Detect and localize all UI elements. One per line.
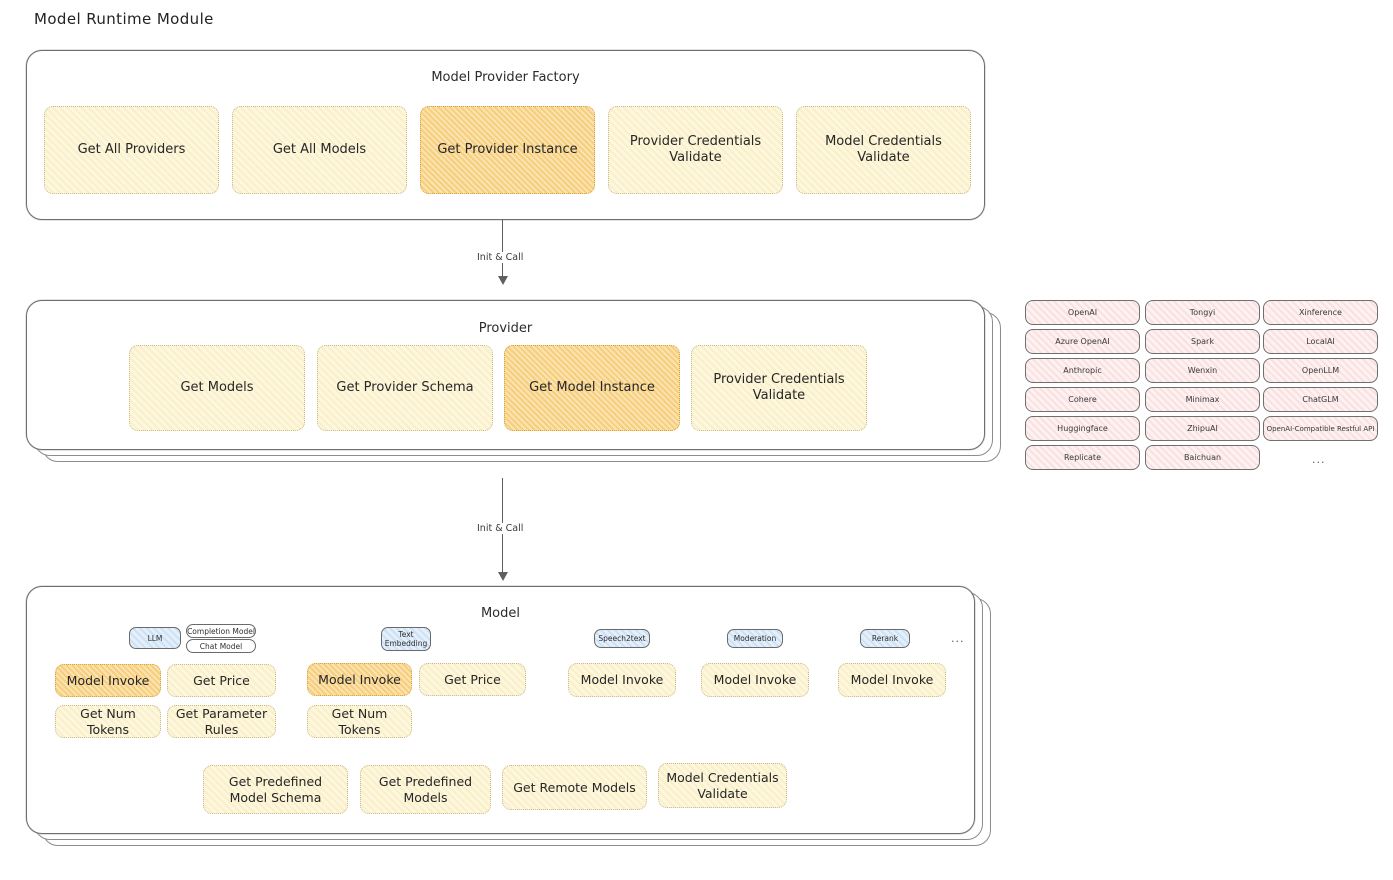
cell-get-all-providers[interactable]: Get All Providers [44, 106, 219, 194]
provider-chip-xinference[interactable]: Xinference [1263, 300, 1378, 325]
provider-list-ellipsis: ... [1312, 453, 1326, 466]
type-chip-moderation[interactable]: Moderation [727, 629, 783, 648]
provider-chip-baichuan[interactable]: Baichuan [1145, 445, 1260, 470]
provider-chip-minimax[interactable]: Minimax [1145, 387, 1260, 412]
provider-chip-chatglm[interactable]: ChatGLM [1263, 387, 1378, 412]
provider-chip-openai-compatible-restful-api[interactable]: OpenAI-Compatible Restful API [1263, 416, 1378, 441]
type-chip-completion-model[interactable]: Completion Model [186, 624, 256, 638]
provider-chip-anthropic[interactable]: Anthropic [1025, 358, 1140, 383]
cell-embedding-model-invoke[interactable]: Model Invoke [307, 663, 412, 696]
cell-get-predefined-models[interactable]: Get Predefined Models [360, 765, 491, 814]
cell-get-model-instance[interactable]: Get Model Instance [504, 345, 680, 431]
provider-chip-cohere[interactable]: Cohere [1025, 387, 1140, 412]
model-provider-factory-title: Model Provider Factory [431, 70, 580, 85]
cell-llm-get-price[interactable]: Get Price [167, 664, 276, 697]
provider-chip-replicate[interactable]: Replicate [1025, 445, 1140, 470]
arrow-2-label: Init & Call [473, 523, 528, 534]
arrow-2-head [498, 572, 508, 581]
cell-llm-get-parameter-rules[interactable]: Get Parameter Rules [167, 705, 276, 738]
cell-embedding-get-num-tokens[interactable]: Get Num Tokens [307, 705, 412, 738]
provider-chip-spark[interactable]: Spark [1145, 329, 1260, 354]
cell-model-credentials-validate[interactable]: Model Credentials Validate [796, 106, 971, 194]
provider-chip-wenxin[interactable]: Wenxin [1145, 358, 1260, 383]
cell-get-provider-schema[interactable]: Get Provider Schema [317, 345, 493, 431]
provider-chip-openllm[interactable]: OpenLLM [1263, 358, 1378, 383]
cell-model-credentials-validate-2[interactable]: Model Credentials Validate [658, 763, 787, 808]
cell-get-predefined-model-schema[interactable]: Get Predefined Model Schema [203, 765, 348, 814]
cell-provider-credentials-validate-2[interactable]: Provider Credentials Validate [691, 345, 867, 431]
cell-llm-model-invoke[interactable]: Model Invoke [55, 664, 161, 697]
provider-chip-zhipuai[interactable]: ZhipuAI [1145, 416, 1260, 441]
provider-chip-huggingface[interactable]: Huggingface [1025, 416, 1140, 441]
provider-title: Provider [478, 321, 533, 336]
cell-rerank-model-invoke[interactable]: Model Invoke [838, 663, 946, 697]
type-chip-rerank[interactable]: Rerank [860, 629, 910, 648]
cell-get-remote-models[interactable]: Get Remote Models [502, 765, 647, 810]
cell-provider-credentials-validate[interactable]: Provider Credentials Validate [608, 106, 783, 194]
arrow-1-label: Init & Call [473, 252, 528, 263]
type-chip-text-embedding[interactable]: Text Embedding [381, 627, 431, 651]
cell-get-models[interactable]: Get Models [129, 345, 305, 431]
arrow-1-line [502, 220, 504, 280]
type-chip-chat-model[interactable]: Chat Model [186, 639, 256, 653]
provider-chip-openai[interactable]: OpenAI [1025, 300, 1140, 325]
arrow-1-head [498, 276, 508, 285]
cell-moderation-model-invoke[interactable]: Model Invoke [701, 663, 809, 697]
cell-get-provider-instance[interactable]: Get Provider Instance [420, 106, 595, 194]
cell-embedding-get-price[interactable]: Get Price [419, 663, 526, 696]
page-title: Model Runtime Module [34, 10, 214, 28]
model-type-ellipsis: ... [951, 632, 965, 645]
cell-llm-get-num-tokens[interactable]: Get Num Tokens [55, 705, 161, 738]
provider-chip-tongyi[interactable]: Tongyi [1145, 300, 1260, 325]
model-title: Model [480, 606, 521, 621]
provider-chip-azure-openai[interactable]: Azure OpenAI [1025, 329, 1140, 354]
cell-get-all-models[interactable]: Get All Models [232, 106, 407, 194]
provider-chip-localai[interactable]: LocalAI [1263, 329, 1378, 354]
type-chip-llm[interactable]: LLM [129, 627, 181, 649]
cell-speech2text-model-invoke[interactable]: Model Invoke [568, 663, 676, 697]
type-chip-speech2text[interactable]: Speech2text [594, 629, 650, 648]
